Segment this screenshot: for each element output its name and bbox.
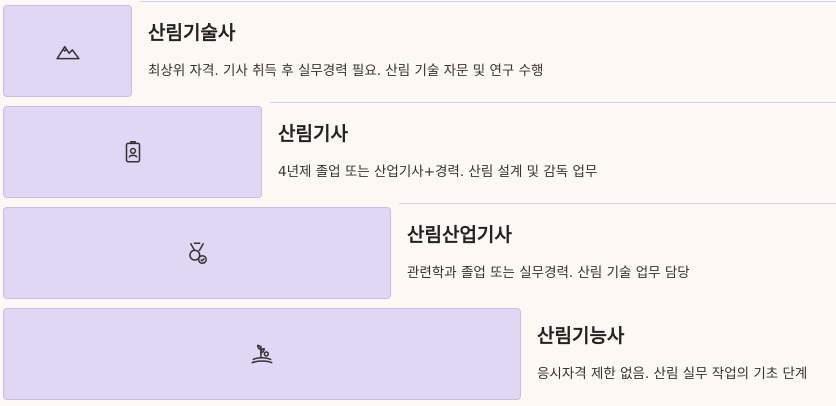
id-badge-icon	[125, 140, 140, 163]
level-description: 최상위 자격. 기사 취득 후 실무경력 필요. 산림 기술 자문 및 연구 수…	[148, 63, 544, 79]
level-tile-3[interactable]	[3, 207, 391, 299]
level-title: 산림산업기사	[407, 224, 512, 246]
level-description: 4년제 졸업 또는 산업기사+경력. 산림 설계 및 감독 업무	[278, 164, 598, 180]
level-title: 산림기술사	[148, 22, 236, 44]
level-title: 산림기능사	[537, 325, 625, 347]
mountain-icon	[55, 45, 80, 60]
level-tile-2[interactable]	[3, 106, 262, 198]
divider	[399, 203, 836, 204]
level-title: 산림기사	[278, 123, 348, 145]
level-tile-1[interactable]	[3, 5, 132, 97]
level-description: 응시자격 제한 없음. 산림 실무 작업의 기초 단계	[537, 366, 808, 382]
level-row-3[interactable]: 산림산업기사 관련학과 졸업 또는 실무경력. 산림 기술 업무 담당	[0, 203, 836, 300]
divider	[270, 102, 836, 103]
divider	[140, 1, 836, 2]
level-row-4[interactable]: 산림기능사 응시자격 제한 없음. 산림 실무 작업의 기초 단계	[0, 305, 836, 401]
plant-field-icon	[251, 344, 273, 364]
level-row-2[interactable]: 산림기사 4년제 졸업 또는 산업기사+경력. 산림 설계 및 감독 업무	[0, 102, 836, 199]
medal-check-icon	[189, 242, 207, 265]
level-row-1[interactable]: 산림기술사 최상위 자격. 기사 취득 후 실무경력 필요. 산림 기술 자문 …	[0, 1, 836, 98]
level-tile-4[interactable]	[3, 308, 521, 400]
level-description: 관련학과 졸업 또는 실무경력. 산림 기술 업무 담당	[407, 265, 690, 281]
